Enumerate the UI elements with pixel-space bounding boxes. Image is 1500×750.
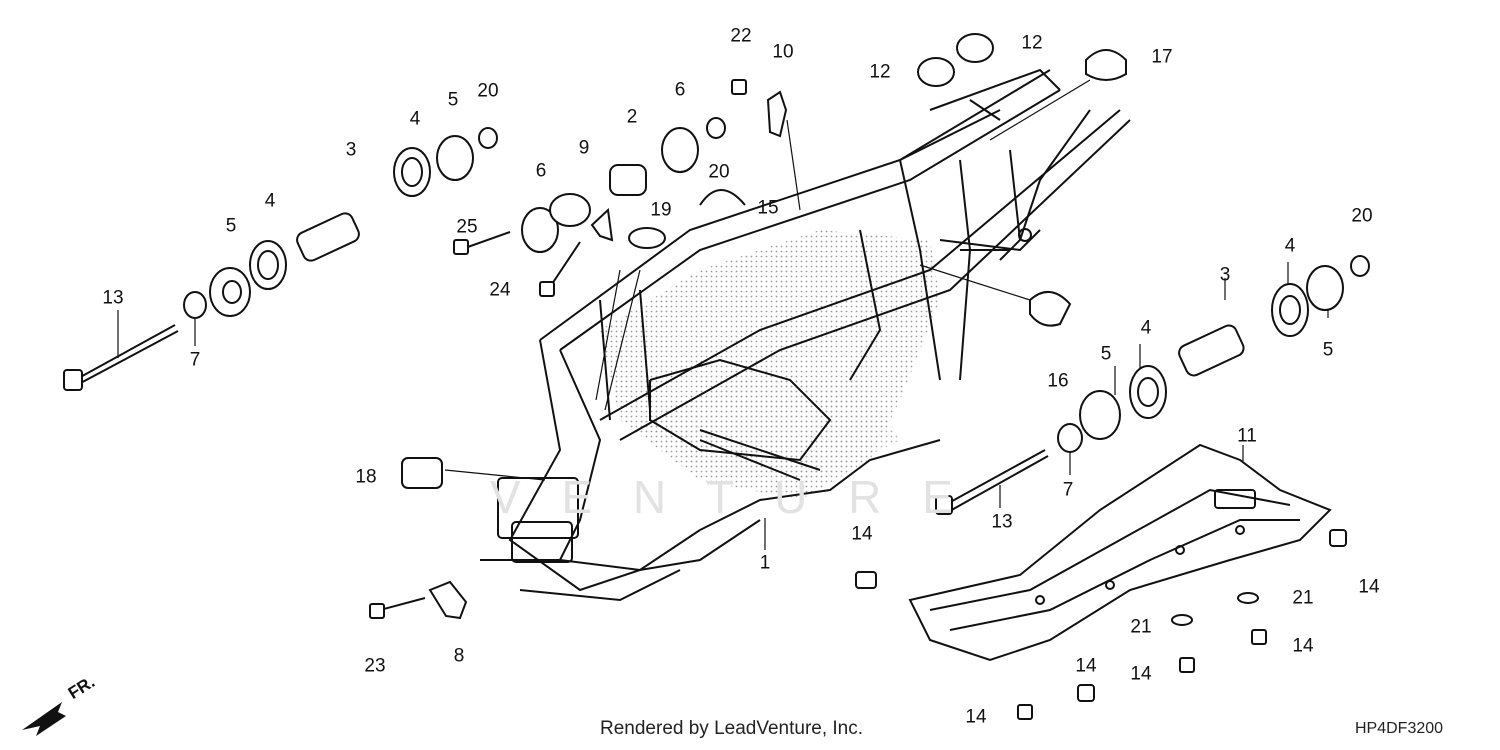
callout-24: 24 — [489, 279, 511, 301]
callout-12: 12 — [869, 61, 891, 83]
callout-5: 5 — [1322, 339, 1334, 361]
callout-18: 18 — [355, 466, 377, 488]
callout-14: 14 — [1292, 635, 1314, 657]
watermark: V E N T U R E — [490, 471, 967, 523]
callout-16: 16 — [1047, 370, 1069, 392]
skid-plate — [908, 443, 1332, 662]
callout-13: 13 — [991, 511, 1013, 533]
callout-4: 4 — [409, 108, 421, 130]
callout-14: 14 — [1075, 655, 1097, 677]
callout-13: 13 — [102, 287, 124, 309]
callout-20: 20 — [1351, 205, 1373, 227]
callout-20: 20 — [708, 161, 730, 183]
right-exploded-parts — [855, 33, 1370, 720]
callout-22: 22 — [730, 25, 752, 47]
callout-6: 6 — [674, 79, 686, 101]
callout-6: 6 — [535, 160, 547, 182]
callout-4: 4 — [264, 190, 276, 212]
callout-11: 11 — [1237, 425, 1257, 447]
callout-5: 5 — [225, 215, 237, 237]
leader-lines — [117, 79, 1329, 550]
front-direction-arrow — [22, 702, 66, 736]
callout-1: 1 — [759, 552, 771, 574]
callout-4: 4 — [1140, 317, 1152, 339]
callout-21: 21 — [1130, 616, 1152, 638]
callout-3: 3 — [1219, 264, 1231, 286]
callout-5: 5 — [1100, 343, 1112, 365]
callout-2: 2 — [626, 106, 638, 128]
callout-21: 21 — [1292, 587, 1314, 609]
callout-14: 14 — [1358, 576, 1380, 598]
render-credit: Rendered by LeadVenture, Inc. — [600, 718, 864, 739]
callout-14: 14 — [965, 706, 987, 728]
callout-15: 15 — [757, 197, 779, 219]
callout-3: 3 — [345, 139, 357, 161]
callout-19: 19 — [650, 199, 672, 221]
callout-8: 8 — [453, 645, 465, 667]
callout-4: 4 — [1284, 235, 1296, 257]
callout-7: 7 — [1062, 479, 1074, 501]
callout-25: 25 — [456, 216, 478, 238]
callout-20: 20 — [477, 80, 499, 102]
left-exploded-parts — [63, 79, 788, 620]
callout-14: 14 — [1130, 663, 1152, 685]
callout-10: 10 — [772, 41, 794, 63]
callout-9: 9 — [578, 137, 590, 159]
callout-12: 12 — [1021, 32, 1043, 54]
callout-14: 14 — [851, 523, 873, 545]
callout-17: 17 — [1151, 46, 1173, 68]
frame-assembly — [480, 68, 1131, 602]
callout-5: 5 — [447, 89, 459, 111]
callout-7: 7 — [189, 349, 201, 371]
diagram-code: HP4DF3200 — [1355, 720, 1444, 737]
callout-23: 23 — [364, 655, 386, 677]
